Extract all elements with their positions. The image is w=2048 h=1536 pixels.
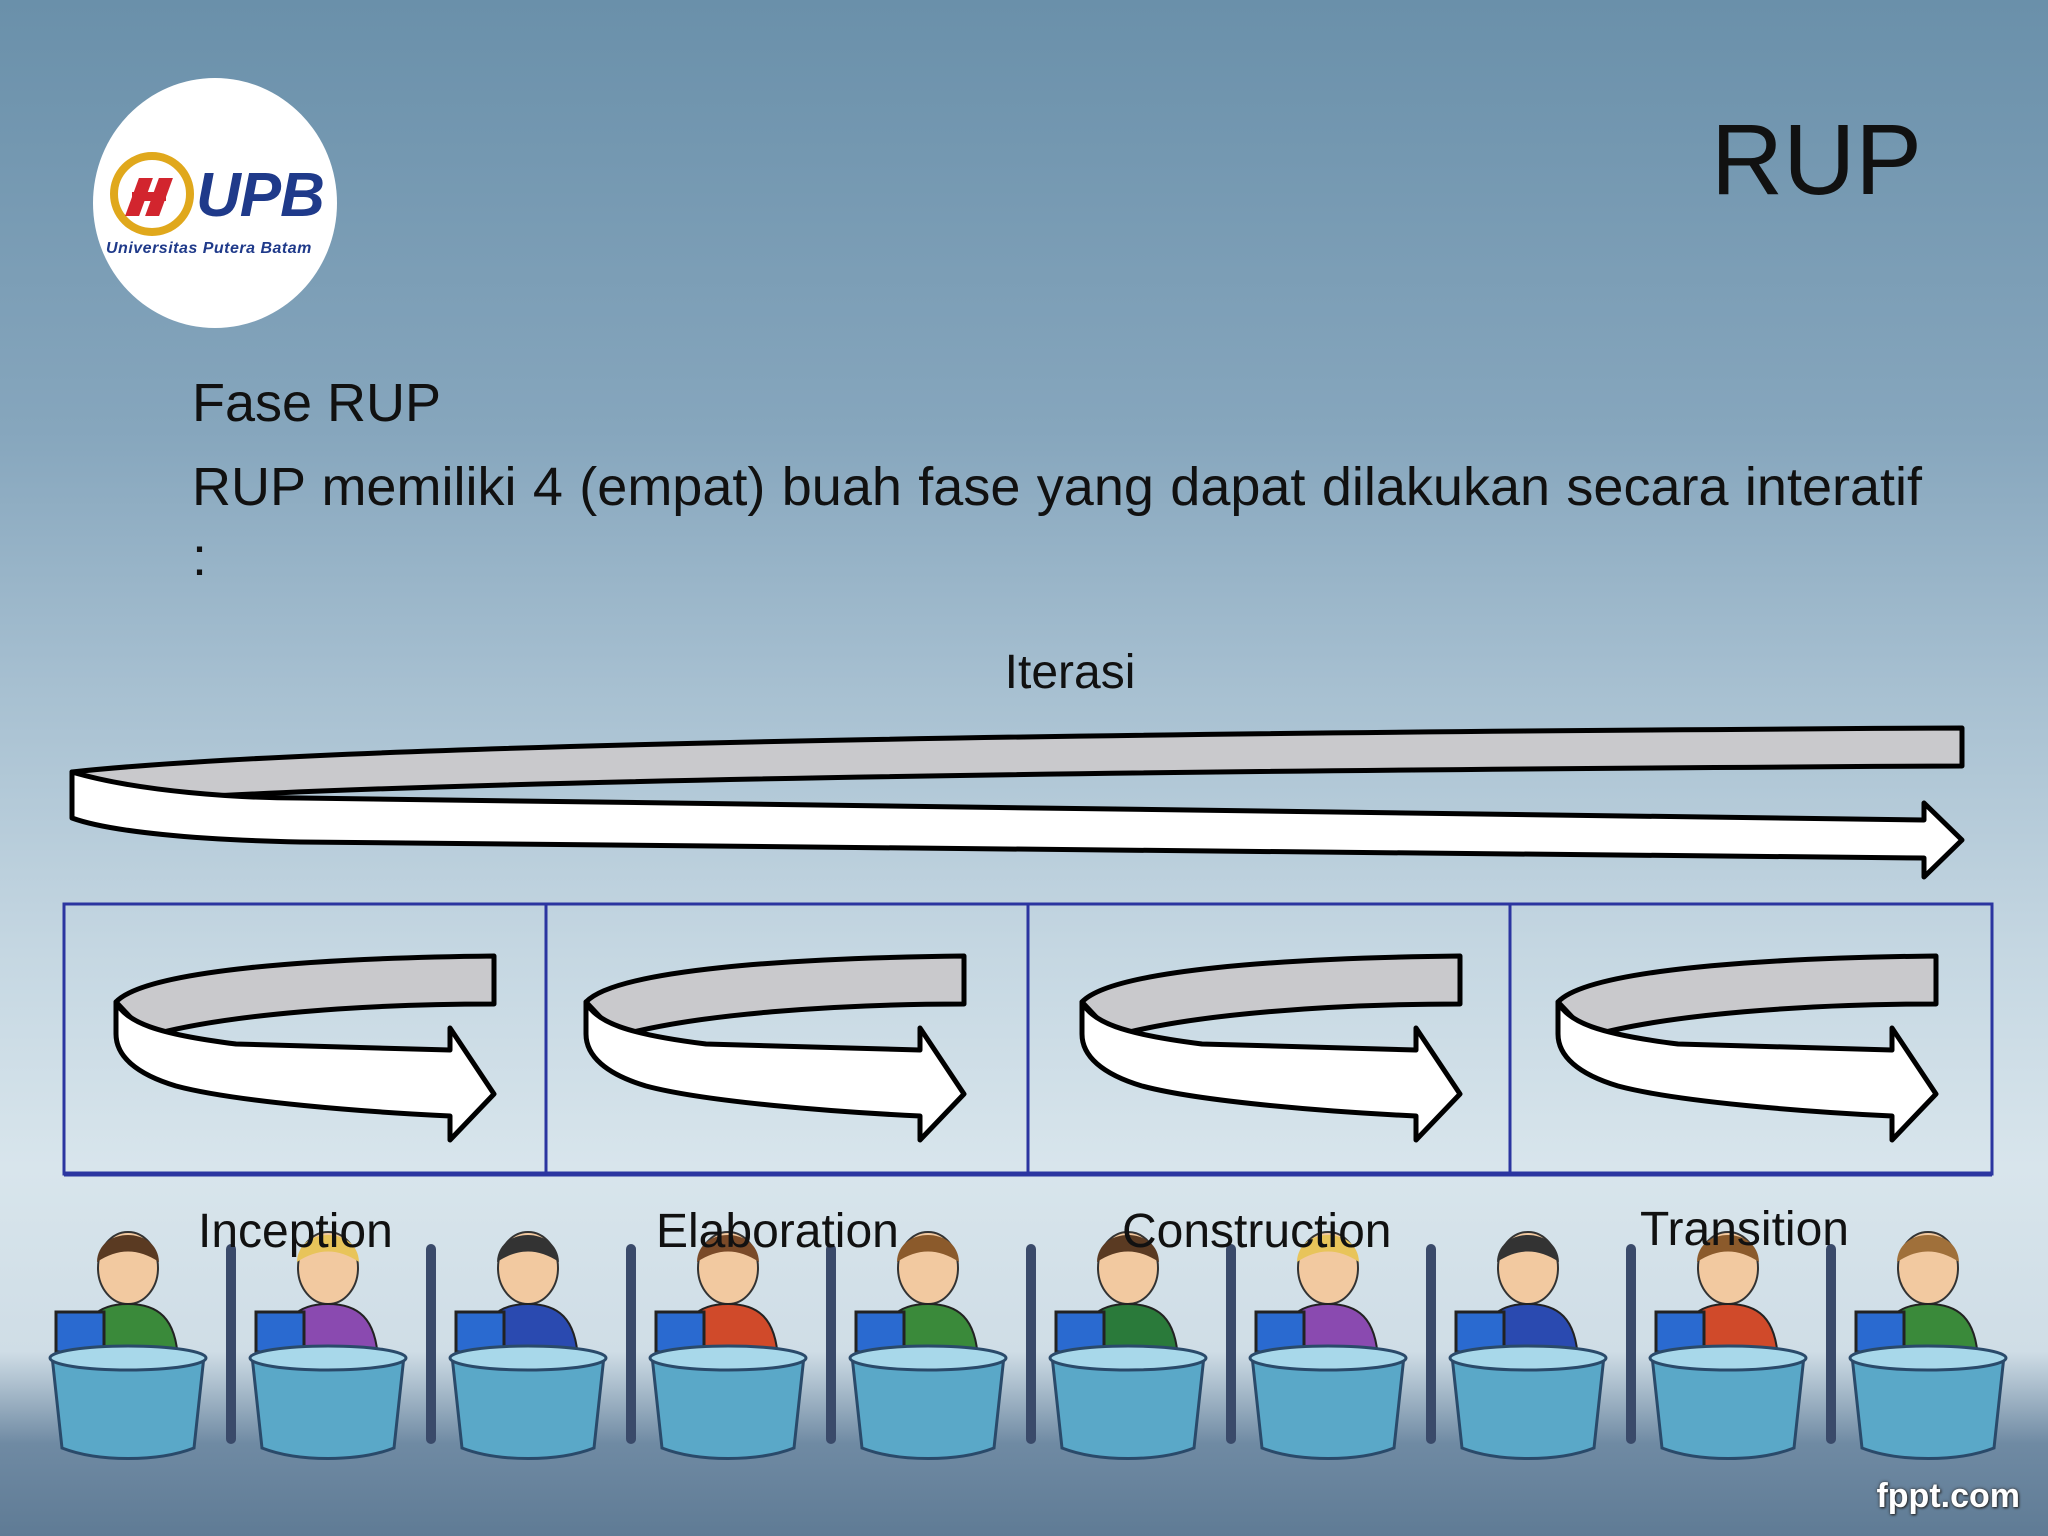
logo-brand-text: UPB: [196, 161, 325, 230]
person-hair: [1097, 1235, 1159, 1262]
phase-label-elaboration: Elaboration: [656, 1205, 899, 1258]
monitor-icon: [654, 1310, 706, 1354]
desk: [1450, 1354, 1606, 1460]
desk-top: [648, 1344, 808, 1372]
watermark: fppt.com: [1876, 1477, 2020, 1515]
partition-pole: [1426, 1244, 1436, 1444]
person-hair: [1697, 1235, 1759, 1262]
person-hair: [697, 1235, 759, 1262]
partition-pole: [1626, 1244, 1636, 1444]
person-hair: [497, 1235, 559, 1262]
section-heading: Fase RUP: [192, 373, 442, 433]
desk-top: [1448, 1344, 1608, 1372]
partition-pole: [826, 1244, 836, 1444]
desk: [1250, 1354, 1406, 1460]
phase-arrow-transition: [1555, 999, 1939, 1143]
phase-arrow-back-transition: [1555, 953, 1939, 1039]
desk-top: [848, 1344, 1008, 1372]
logo-emblem-icon: [110, 152, 194, 236]
slide-title: RUP: [1710, 104, 1922, 216]
iteration-arrow-back: [69, 725, 1965, 809]
desk: [1050, 1354, 1206, 1460]
desk-top: [448, 1344, 608, 1372]
monitor-icon: [1854, 1310, 1906, 1354]
monitor-icon: [1054, 1310, 1106, 1354]
person-hair: [897, 1235, 959, 1262]
partition-pole: [226, 1244, 236, 1444]
people-strip-illustration: [48, 1231, 2008, 1460]
desk: [250, 1354, 406, 1460]
desk: [850, 1354, 1006, 1460]
phase-arrow-back-inception: [113, 953, 497, 1039]
partition-pole: [426, 1244, 436, 1444]
desk: [450, 1354, 606, 1460]
monitor-icon: [254, 1310, 306, 1354]
desk: [1850, 1354, 2006, 1460]
person-hair: [97, 1235, 159, 1262]
phase-arrow-back-elaboration: [583, 953, 967, 1039]
iteration-arrow: [69, 769, 1965, 880]
partition-pole: [1826, 1244, 1836, 1444]
monitor-icon: [454, 1310, 506, 1354]
iteration-label: Iterasi: [1004, 646, 1136, 699]
person-hair: [1297, 1235, 1359, 1262]
partition-pole: [1226, 1244, 1236, 1444]
body-text: RUP memiliki 4 (empat) buah fase yang da…: [192, 457, 1922, 587]
desk: [50, 1354, 206, 1460]
person-hair: [1897, 1235, 1959, 1262]
desk-top: [248, 1344, 408, 1372]
phase-arrow-inception: [113, 999, 497, 1143]
desk: [1650, 1354, 1806, 1460]
desk-top: [48, 1344, 208, 1372]
phase-label-transition: Transition: [1640, 1203, 1849, 1256]
partition-pole: [626, 1244, 636, 1444]
logo-subtitle: Universitas Putera Batam: [106, 240, 312, 257]
phase-arrow-construction: [1079, 999, 1463, 1143]
desk: [650, 1354, 806, 1460]
person-hair: [1497, 1235, 1559, 1262]
desk-top: [1648, 1344, 1808, 1372]
phase-arrow-back-construction: [1079, 953, 1463, 1039]
desk-top: [1048, 1344, 1208, 1372]
phase-arrow-elaboration: [583, 999, 967, 1143]
monitor-icon: [54, 1310, 106, 1354]
monitor-icon: [1254, 1310, 1306, 1354]
person-hair: [297, 1235, 359, 1262]
desk-top: [1848, 1344, 2008, 1372]
phase-label-construction: Construction: [1122, 1205, 1392, 1258]
desk-top: [1248, 1344, 1408, 1372]
partition-pole: [1026, 1244, 1036, 1444]
phase-label-inception: Inception: [198, 1205, 393, 1258]
